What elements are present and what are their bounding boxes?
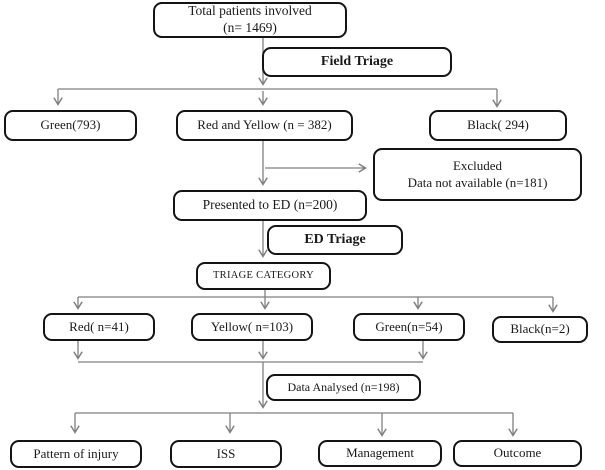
pattern-of-injury-text: Pattern of injury	[33, 445, 119, 461]
node-pattern-of-injury: Pattern of injury	[10, 440, 142, 468]
node-outcome: Outcome	[453, 440, 582, 467]
node-excluded-line1: Excluded	[452, 158, 503, 174]
node-total-patients-line1: Total patients involved	[188, 3, 312, 19]
node-triage-category: TRIAGE CATEGORY	[196, 262, 331, 290]
ed-green-text: Green(n=54)	[375, 318, 443, 334]
node-ed-triage-label: ED Triage	[267, 225, 403, 255]
node-management: Management	[318, 440, 442, 467]
node-total-patients-line2: (n= 1469)	[223, 20, 277, 35]
triage-category-text: TRIAGE CATEGORY	[212, 270, 315, 282]
ed-triage-text: ED Triage	[304, 232, 366, 248]
node-field-triage-label: Field Triage	[262, 47, 452, 77]
presented-ed-text: Presented to ED (n=200)	[202, 197, 338, 213]
node-data-analysed: Data Analysed (n=198)	[266, 374, 421, 401]
node-iss: ISS	[170, 440, 282, 468]
field-green-text: Green(793)	[40, 117, 101, 133]
data-analysed-text: Data Analysed (n=198)	[287, 380, 400, 394]
field-black-text: Black( 294)	[467, 117, 529, 133]
node-ed-red: Red( n=41)	[43, 313, 155, 341]
node-field-black: Black( 294)	[429, 110, 567, 141]
node-total-patients: Total patients involved (n= 1469)	[153, 2, 347, 38]
ed-red-text: Red( n=41)	[69, 318, 129, 334]
ed-black-text: Black(n=2)	[510, 321, 570, 337]
node-ed-black: Black(n=2)	[492, 316, 588, 343]
node-ed-green: Green(n=54)	[353, 313, 465, 341]
node-excluded-line2: Data not available (n=181)	[407, 174, 548, 190]
management-text: Management	[346, 445, 414, 461]
outcome-text: Outcome	[493, 445, 542, 461]
field-triage-text: Field Triage	[320, 54, 394, 70]
node-field-green: Green(793)	[4, 110, 137, 141]
node-ed-yellow: Yellow( n=103)	[191, 313, 313, 341]
ed-yellow-text: Yellow( n=103)	[210, 318, 294, 334]
node-field-red-yellow: Red and Yellow (n = 382)	[176, 110, 353, 141]
node-excluded: Excluded Data not available (n=181)	[373, 148, 582, 201]
field-red-yellow-text: Red and Yellow (n = 382)	[197, 117, 332, 133]
node-presented-ed: Presented to ED (n=200)	[173, 190, 367, 221]
iss-text: ISS	[216, 445, 236, 461]
